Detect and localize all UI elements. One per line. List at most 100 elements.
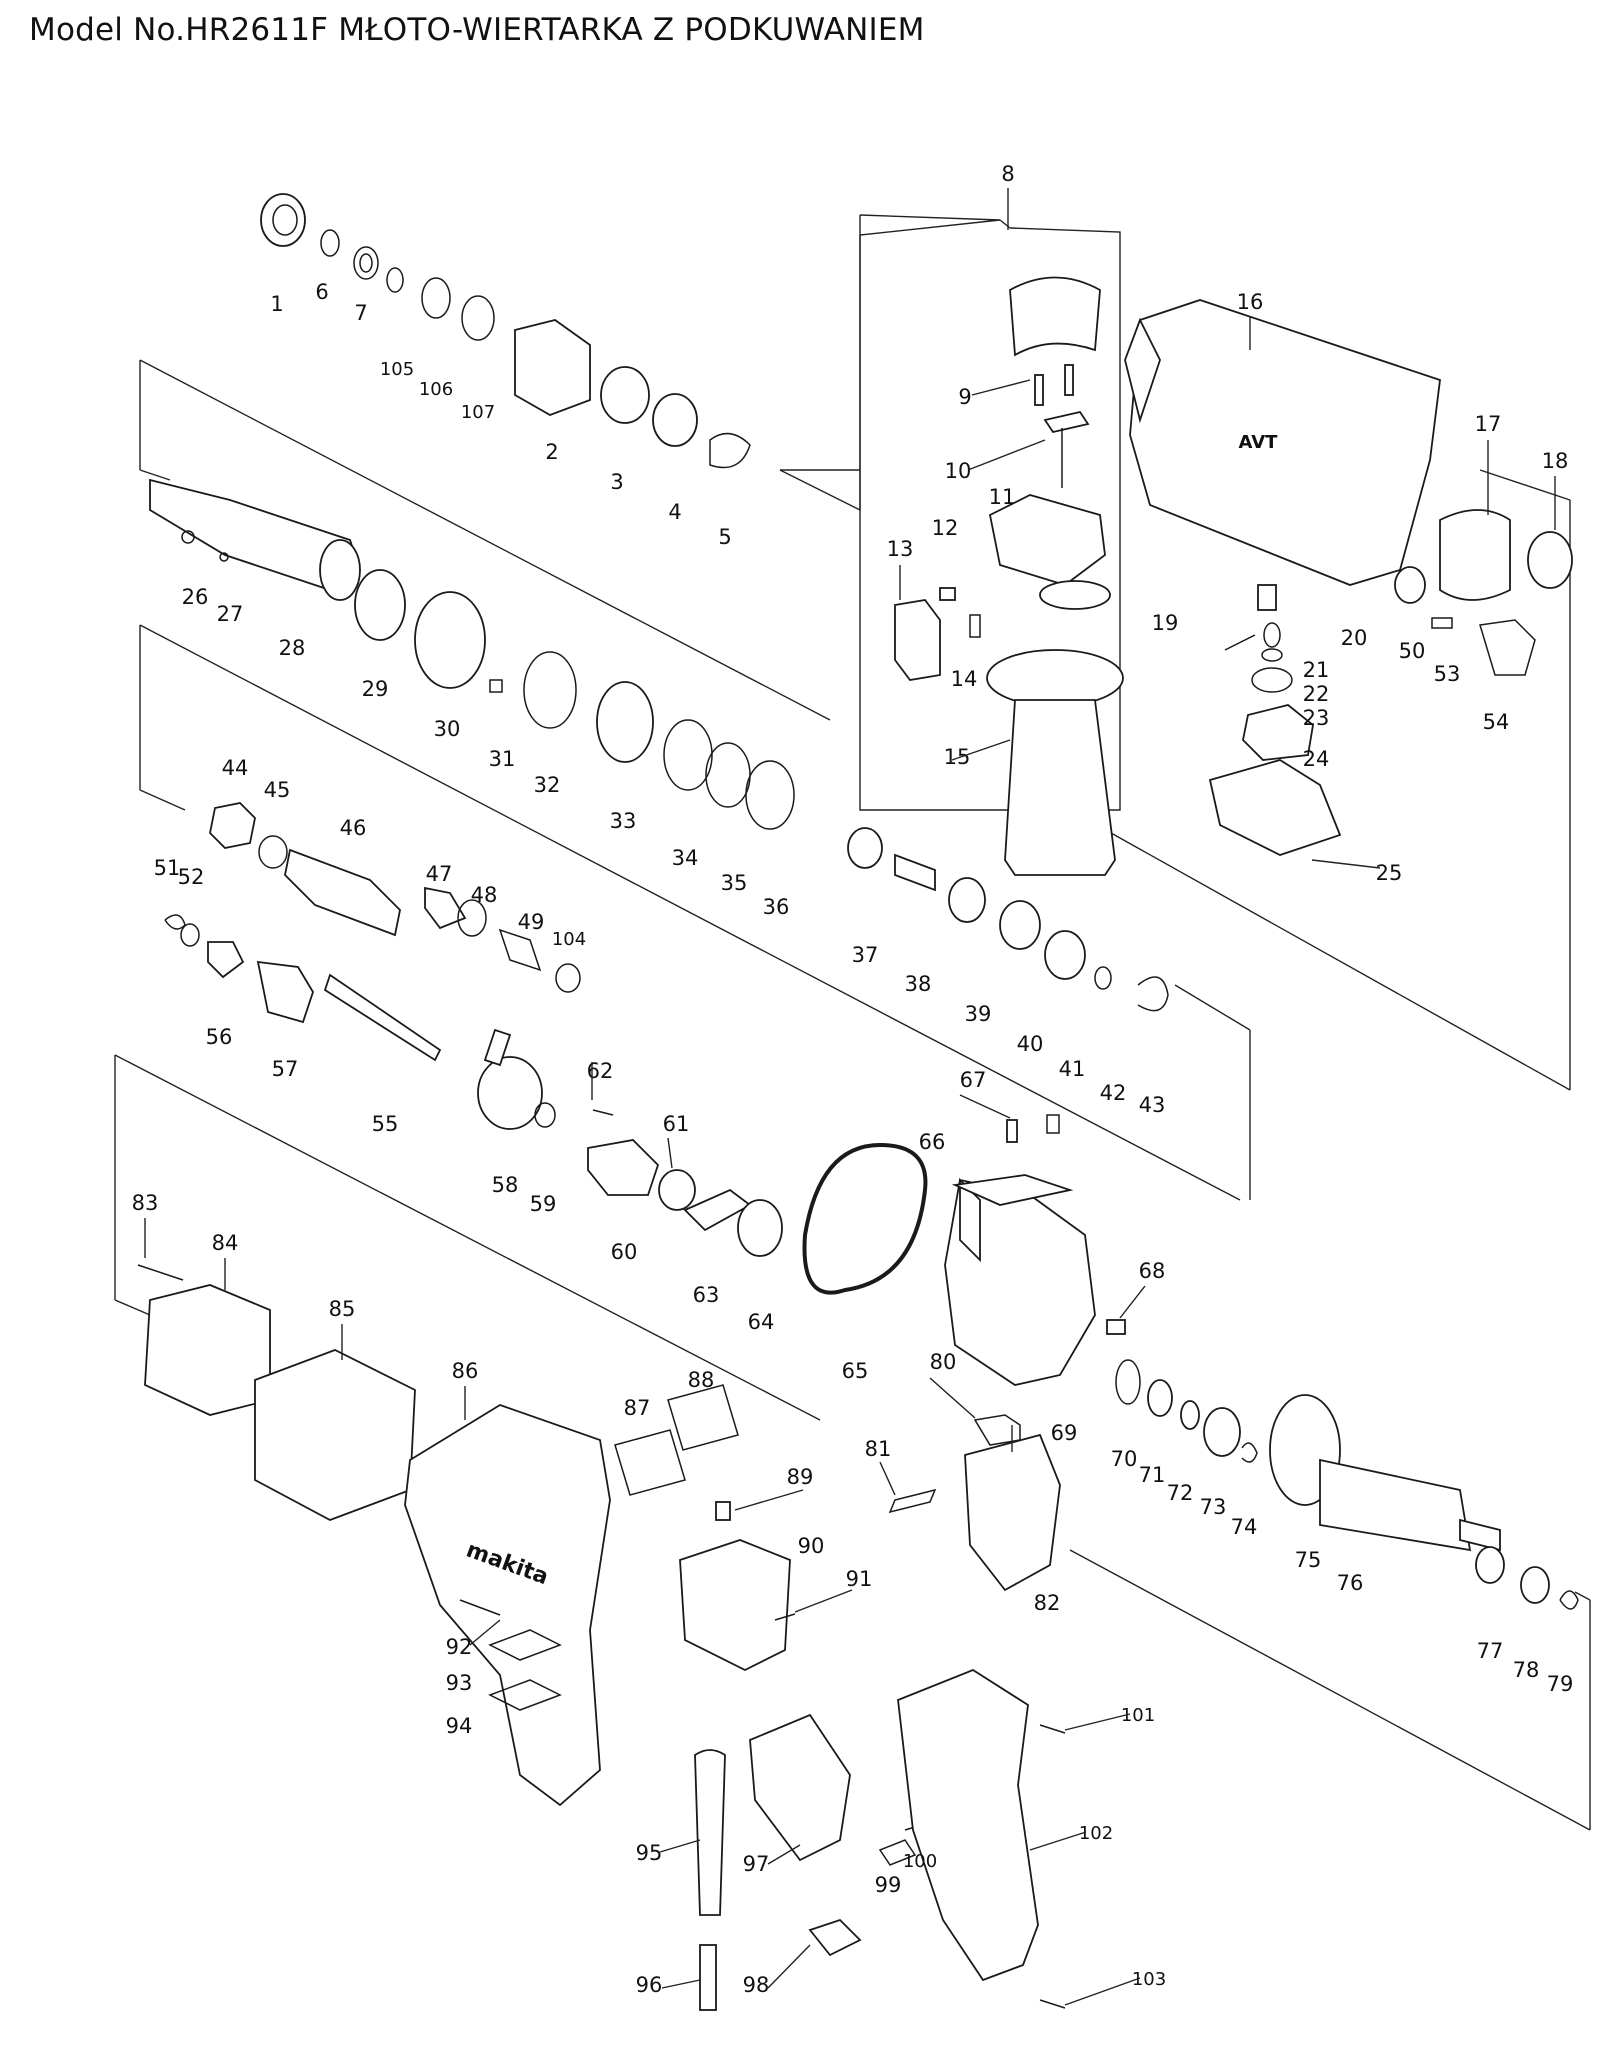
part-82-baffle [964, 1433, 1061, 1592]
part-39-ring [948, 877, 986, 923]
part-38-shaft [894, 853, 936, 892]
label-69: 69 [1051, 1421, 1078, 1445]
part-21-spring [1263, 622, 1281, 648]
part-74-clip [1241, 1442, 1258, 1463]
housing-cover-group: AVT [1124, 299, 1573, 856]
label-52: 52 [178, 865, 205, 889]
part-91-screw [774, 1613, 796, 1621]
label-37: 37 [852, 943, 879, 967]
label-44: 44 [222, 756, 249, 780]
part-24-knob [1242, 704, 1314, 761]
part-98-terminal [808, 1918, 862, 1957]
part-99-clamp [878, 1839, 917, 1866]
label-17: 17 [1475, 412, 1502, 436]
part-6-ring [320, 229, 340, 257]
label-70: 70 [1111, 1447, 1138, 1471]
part-34-ring [663, 719, 713, 791]
part-65-o-ring [802, 1142, 928, 1295]
part-107-washer [461, 295, 495, 341]
label-50: 50 [1399, 639, 1426, 663]
part-97-switch [749, 1713, 851, 1862]
part-85-field [254, 1349, 416, 1521]
part-71-washer [1147, 1379, 1173, 1417]
label-31: 31 [489, 747, 516, 771]
part-15-grip-guard [986, 649, 1124, 707]
label-97: 97 [743, 1852, 770, 1876]
label-54: 54 [1483, 710, 1510, 734]
label-89: 89 [787, 1465, 814, 1489]
label-63: 63 [693, 1283, 720, 1307]
label-29: 29 [362, 677, 389, 701]
part-60-bearing-retainer [587, 1139, 660, 1196]
label-16: 16 [1237, 290, 1264, 314]
part-4-washer [652, 393, 698, 447]
part-number-labels: 1 2 3 4 5 6 7 8 9 10 11 12 13 14 15 16 1… [132, 162, 1574, 1997]
label-91: 91 [846, 1567, 873, 1591]
part-43-ring [1137, 976, 1169, 1012]
label-leaders [144, 188, 1556, 2006]
part-9-band [1009, 276, 1101, 357]
part-17-ring [1439, 509, 1511, 601]
label-10: 10 [945, 459, 972, 483]
label-28: 28 [279, 636, 306, 660]
part-89-brush-holder [715, 1501, 731, 1521]
part-57-gear [256, 960, 314, 1024]
label-3: 3 [610, 470, 623, 494]
label-107: 107 [461, 402, 495, 423]
label-39: 39 [965, 1002, 992, 1026]
part-49-spring [498, 928, 542, 972]
label-30: 30 [434, 717, 461, 741]
label-9: 9 [958, 385, 971, 409]
label-106: 106 [419, 379, 453, 400]
label-35: 35 [721, 871, 748, 895]
part-23-o-ring [1251, 667, 1293, 693]
part-78-bearing [1520, 1566, 1550, 1604]
label-34: 34 [672, 846, 699, 870]
label-48: 48 [471, 883, 498, 907]
label-4: 4 [668, 500, 681, 524]
part-61-bearing [658, 1169, 696, 1211]
part-86-motor-housing [404, 1404, 611, 1807]
label-32: 32 [534, 773, 561, 797]
label-42: 42 [1100, 1081, 1127, 1105]
avt-badge: AVT [1239, 432, 1279, 453]
part-29-ring [354, 569, 406, 641]
label-103: 103 [1132, 1969, 1166, 1990]
label-86: 86 [452, 1359, 479, 1383]
part-1-dust-cap [260, 193, 306, 247]
label-94: 94 [446, 1714, 473, 1738]
label-14: 14 [951, 667, 978, 691]
label-41: 41 [1059, 1057, 1086, 1081]
label-25: 25 [1376, 861, 1403, 885]
label-27: 27 [217, 602, 244, 626]
part-62-screw [592, 1109, 614, 1116]
label-83: 83 [132, 1191, 159, 1215]
label-21: 21 [1303, 658, 1330, 682]
part-37-bearing [847, 827, 883, 869]
side-handle-group [894, 276, 1124, 876]
part-46-cylinder [284, 848, 401, 937]
label-90: 90 [798, 1534, 825, 1558]
intermediate-parts [847, 827, 1169, 1012]
part-81-pin [888, 1488, 937, 1514]
armature-group [1269, 1394, 1579, 1610]
label-2: 2 [545, 440, 558, 464]
part-20-block [1257, 584, 1277, 611]
label-104: 104 [552, 929, 586, 950]
part-35-ring [705, 742, 751, 808]
part-87-label [614, 1429, 686, 1496]
label-60: 60 [611, 1240, 638, 1264]
label-80: 80 [930, 1350, 957, 1374]
part-11-base [988, 494, 1106, 586]
front-group-frame [779, 215, 861, 512]
label-26: 26 [182, 585, 209, 609]
label-95: 95 [636, 1841, 663, 1865]
label-64: 64 [748, 1310, 775, 1334]
label-43: 43 [1139, 1093, 1166, 1117]
label-6: 6 [315, 280, 328, 304]
part-27-ball [219, 552, 229, 562]
part-5-spring [709, 432, 751, 469]
label-56: 56 [206, 1025, 233, 1049]
label-19: 19 [1152, 611, 1179, 635]
page-title: Model No.HR2611F MŁOTO-WIERTARKA Z PODKU… [29, 12, 925, 48]
